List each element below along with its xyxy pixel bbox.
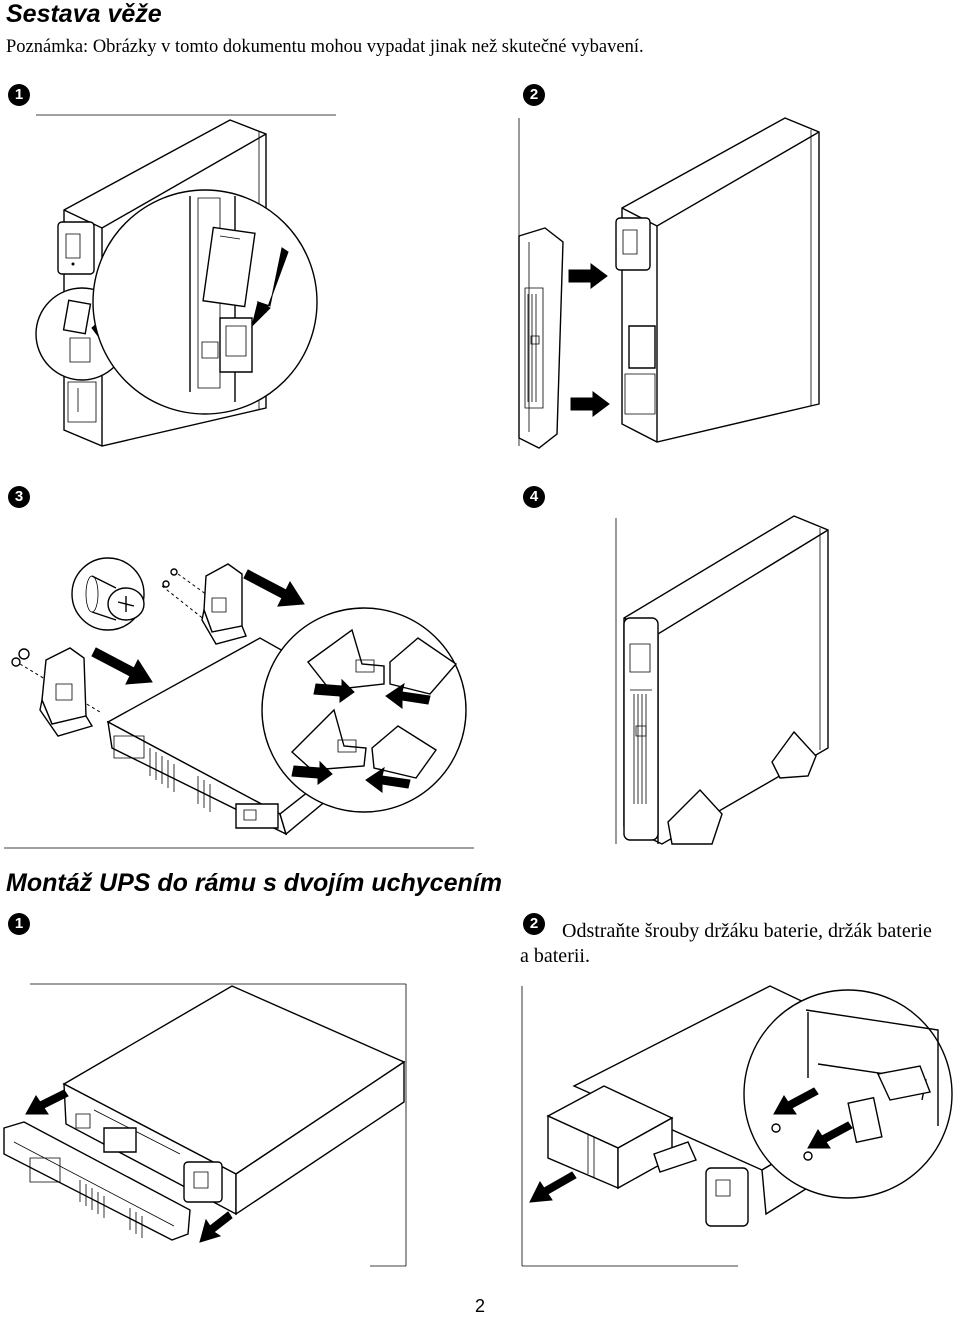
rack-step-badge-2: 2 [523, 913, 545, 935]
figure-tower-step2 [515, 112, 835, 452]
figure-tower-step3 [0, 514, 476, 852]
step-badge-4: 4 [523, 486, 545, 508]
figure-tower-step4 [612, 514, 842, 848]
figure-tower-step1 [30, 112, 340, 452]
figure-rack-step2 [518, 982, 960, 1270]
step-badge-3: 3 [8, 486, 30, 508]
step-badge-2: 2 [523, 84, 545, 106]
section-title-rack: Montáž UPS do rámu s dvojím uchycením [6, 869, 502, 897]
figure-rack-step1 [0, 982, 410, 1270]
rack-step-badge-1: 1 [8, 913, 30, 935]
page-number: 2 [474, 1296, 485, 1316]
rack-step2-instruction: Odstraňte šrouby držáku baterie, držák b… [520, 920, 932, 967]
section-title-tower: Sestava věže [6, 0, 162, 28]
step-badge-1: 1 [8, 84, 30, 106]
note-text: Poznámka: Obrázky v tomto dokumentu moho… [6, 37, 644, 57]
